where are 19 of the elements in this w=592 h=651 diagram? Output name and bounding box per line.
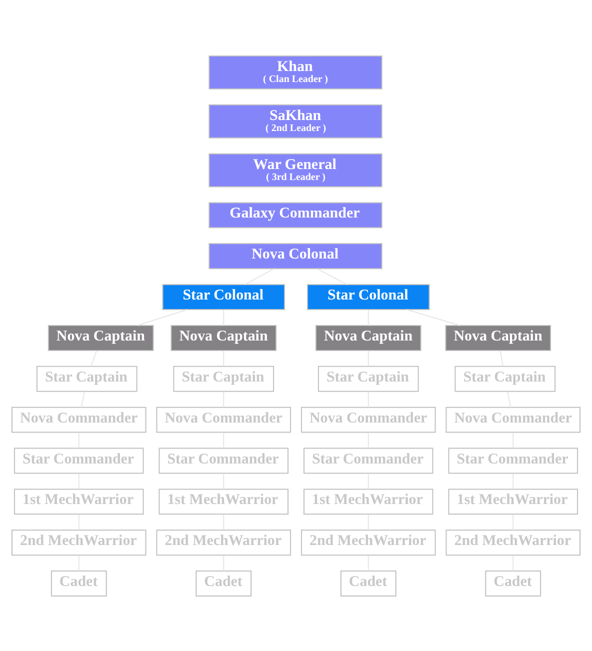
connector — [316, 268, 348, 285]
node-box: Nova Captain — [315, 324, 422, 350]
connector — [90, 350, 98, 366]
connector — [136, 308, 188, 326]
connector — [244, 268, 274, 284]
node-box: War General ( 3rd Leader ) — [208, 152, 382, 187]
node-box: Star Colonal — [306, 284, 430, 310]
node-box: Nova Captain — [48, 324, 154, 350]
node-box: Khan ( Clan Leader ) — [208, 55, 382, 89]
node-box: SaKhan ( 2nd Leader ) — [208, 104, 382, 138]
node-box: Nova Captain — [445, 324, 552, 350]
node-box: Nova Captain — [170, 324, 277, 350]
node-box: Nova Colonal — [208, 242, 382, 269]
connector — [406, 308, 460, 326]
connector — [80, 390, 85, 408]
connector — [507, 390, 512, 408]
node-box: Star Colonal — [162, 284, 286, 310]
node-box: Galaxy Commander — [208, 202, 382, 228]
connector — [500, 350, 504, 366]
